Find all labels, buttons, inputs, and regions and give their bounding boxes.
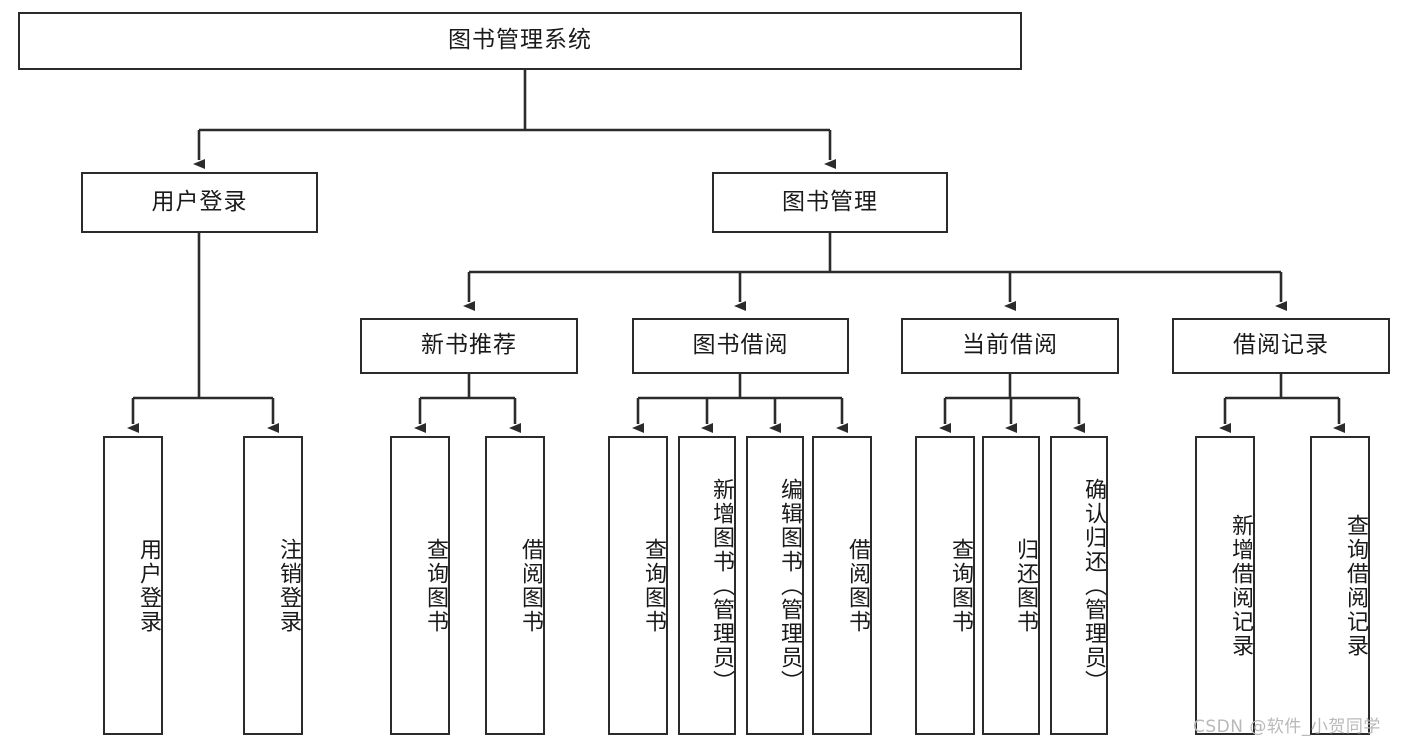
- node-label: 新书推荐: [421, 332, 517, 359]
- node-label: 新增图书（管理员）: [709, 477, 734, 694]
- node-book-management[interactable]: 图书管理: [712, 172, 948, 233]
- leaf-book-borrow-add-book-admin[interactable]: 新增图书（管理员）: [678, 436, 736, 735]
- node-label: 查询图书: [641, 537, 666, 634]
- leaf-book-borrow-borrow-book[interactable]: 借阅图书: [812, 436, 872, 735]
- leaf-book-borrow-query-book[interactable]: 查询图书: [608, 436, 668, 735]
- node-label: 图书借阅: [692, 332, 789, 359]
- node-label: 新增借阅记录: [1228, 513, 1253, 658]
- node-current-borrow[interactable]: 当前借阅: [901, 318, 1119, 374]
- node-borrow-record[interactable]: 借阅记录: [1172, 318, 1390, 374]
- leaf-borrow-record-query-record[interactable]: 查询借阅记录: [1310, 436, 1370, 735]
- node-new-book-recommend[interactable]: 新书推荐: [360, 318, 578, 374]
- leaf-user-login-login[interactable]: 用户登录: [103, 436, 163, 735]
- leaf-new-book-borrow-book[interactable]: 借阅图书: [485, 436, 545, 735]
- node-label: 注销登录: [276, 537, 301, 634]
- leaf-user-login-logout[interactable]: 注销登录: [243, 436, 303, 735]
- leaf-borrow-record-add-record[interactable]: 新增借阅记录: [1195, 436, 1255, 735]
- node-label: 借阅记录: [1233, 332, 1329, 359]
- node-label: 图书管理: [782, 188, 878, 215]
- node-label: 查询图书: [948, 537, 973, 634]
- leaf-current-borrow-return-book[interactable]: 归还图书: [982, 436, 1040, 735]
- node-label: 确认归还（管理员）: [1081, 477, 1106, 694]
- node-label: 用户登录: [151, 188, 248, 215]
- node-label: 查询借阅记录: [1343, 513, 1368, 658]
- node-label: 归还图书: [1013, 537, 1038, 634]
- node-label: 用户登录: [136, 537, 161, 634]
- node-label: 查询图书: [423, 537, 448, 634]
- node-book-borrow[interactable]: 图书借阅: [632, 318, 849, 374]
- leaf-book-borrow-edit-book-admin[interactable]: 编辑图书（管理员）: [746, 436, 804, 735]
- node-label: 编辑图书（管理员）: [777, 477, 802, 694]
- csdn-watermark: CSDN @软件_小贺同学: [1193, 717, 1381, 737]
- leaf-current-borrow-query-book[interactable]: 查询图书: [915, 436, 975, 735]
- node-user-login[interactable]: 用户登录: [81, 172, 318, 233]
- node-label: 当前借阅: [962, 332, 1058, 359]
- leaf-new-book-query-book[interactable]: 查询图书: [390, 436, 450, 735]
- node-label: 借阅图书: [518, 537, 543, 634]
- leaf-current-borrow-confirm-return-admin[interactable]: 确认归还（管理员）: [1050, 436, 1108, 735]
- node-label: 借阅图书: [845, 537, 870, 634]
- node-label: 图书管理系统: [448, 27, 592, 54]
- node-root-book-management-system[interactable]: 图书管理系统: [18, 12, 1022, 70]
